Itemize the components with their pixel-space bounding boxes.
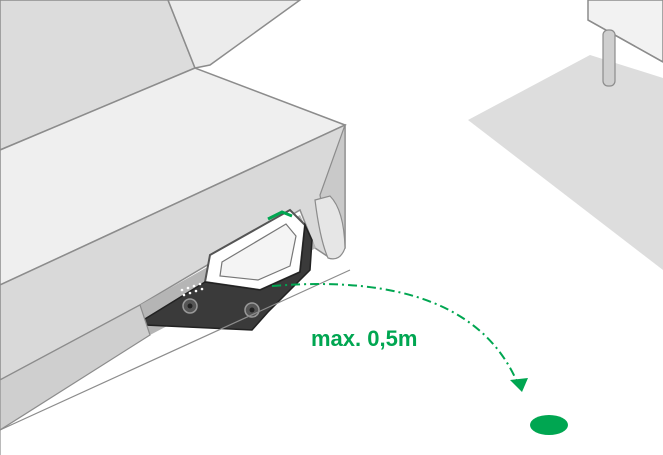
sofa-base xyxy=(0,304,151,431)
table-floor-shadow xyxy=(468,55,663,270)
distance-label: max. 0,5m xyxy=(311,326,418,351)
table-leg xyxy=(602,29,616,87)
table-top xyxy=(587,0,663,63)
table-edge xyxy=(587,19,663,63)
arrow-head xyxy=(510,378,528,392)
path-arrow xyxy=(271,283,519,385)
sofa-backrest-side xyxy=(167,0,302,69)
sofa-leg xyxy=(314,195,346,260)
docking-target-icon xyxy=(530,415,568,435)
floor-line xyxy=(0,269,351,455)
